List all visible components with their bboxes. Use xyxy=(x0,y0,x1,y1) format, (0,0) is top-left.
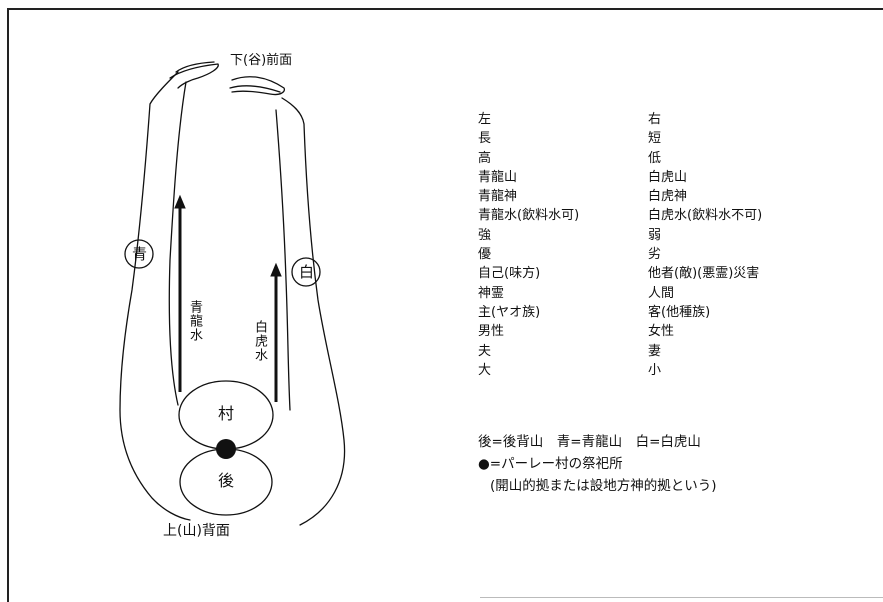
pair-right-item: 白虎水(飲料水不可) xyxy=(648,208,763,224)
top-label: 下(谷)前面 xyxy=(230,53,293,68)
pair-right-item: 劣 xyxy=(648,247,662,263)
right-circle-outline xyxy=(291,257,321,287)
left-circle-outline xyxy=(124,239,154,269)
pair-left-item: 大 xyxy=(478,362,492,378)
right-arm-outline xyxy=(281,97,346,526)
left-circle-label: 青 xyxy=(132,245,148,263)
pair-right-item: 短 xyxy=(648,131,662,147)
right-circle-label: 白 xyxy=(299,263,315,281)
legend-note: (開山的拠または設地方神的拠という) xyxy=(490,478,717,494)
left-arm-inner xyxy=(168,81,187,406)
legend-abbreviations: 後=後背山 青=青龍山 白=白虎山 xyxy=(478,434,701,450)
bottom-label: 上(山)背面 xyxy=(163,523,230,539)
pair-left-item: 左 xyxy=(478,112,492,127)
pair-left-item: 男性 xyxy=(478,324,505,340)
pair-left-item: 優 xyxy=(478,247,492,263)
figure-frame xyxy=(7,8,883,602)
right-arrowhead xyxy=(270,262,282,277)
legend-dot-meaning: =パーレー村の祭祀所 xyxy=(489,456,623,472)
village-label: 村 xyxy=(218,404,235,423)
pair-left-item: 主(ヤオ族) xyxy=(478,304,541,320)
bottom-rule xyxy=(480,597,883,598)
pair-left-item: 高 xyxy=(478,150,492,166)
legend-dot-line: ●=パーレー村の祭祀所 xyxy=(478,456,623,472)
pair-right-item: 人間 xyxy=(648,285,675,301)
right-hand xyxy=(229,85,281,93)
pair-left-item: 神霊 xyxy=(478,285,505,301)
pair-left-item: 青龍山 xyxy=(478,169,518,185)
pair-right-item: 女性 xyxy=(648,324,675,340)
right-stream-label: 白虎水 xyxy=(252,320,267,362)
pair-left-item: 青龍神 xyxy=(478,189,518,205)
pair-right-item: 右 xyxy=(648,112,662,127)
pairs-right-column: 右 短 低 白虎山 白虎神 白虎水(飲料水不可) 弱 劣 他者(敵)(悪霊)災害… xyxy=(648,110,762,380)
left-arrowhead xyxy=(174,194,186,209)
pair-right-item: 妻 xyxy=(648,343,662,359)
left-hand xyxy=(169,63,219,89)
pair-right-item: 小 xyxy=(648,362,662,378)
pair-left-item: 青龍水(飲料水可) xyxy=(478,208,580,224)
pair-right-item: 低 xyxy=(648,150,662,166)
pair-right-item: 白虎神 xyxy=(648,189,688,205)
pair-left-item: 夫 xyxy=(478,343,492,359)
pair-left-item: 長 xyxy=(478,131,492,147)
pair-left-item: 自己(味方) xyxy=(478,266,541,282)
shrine-dot xyxy=(216,439,236,459)
pair-right-item: 白虎山 xyxy=(648,169,688,185)
left-stream-label: 青龍水 xyxy=(187,300,202,342)
back-label: 後 xyxy=(218,471,235,490)
pair-right-item: 他者(敵)(悪霊)災害 xyxy=(648,266,760,282)
left-arm-outline xyxy=(119,71,191,521)
pair-right-item: 客(他種族) xyxy=(648,304,711,320)
dot-symbol-icon: ● xyxy=(478,456,490,472)
pair-left-item: 強 xyxy=(478,227,492,243)
pair-right-item: 弱 xyxy=(648,227,662,243)
pairs-left-column: 左 長 高 青龍山 青龍神 青龍水(飲料水可) 強 優 自己(味方) 神霊 主(… xyxy=(478,110,579,380)
right-arm-inner xyxy=(275,109,291,411)
